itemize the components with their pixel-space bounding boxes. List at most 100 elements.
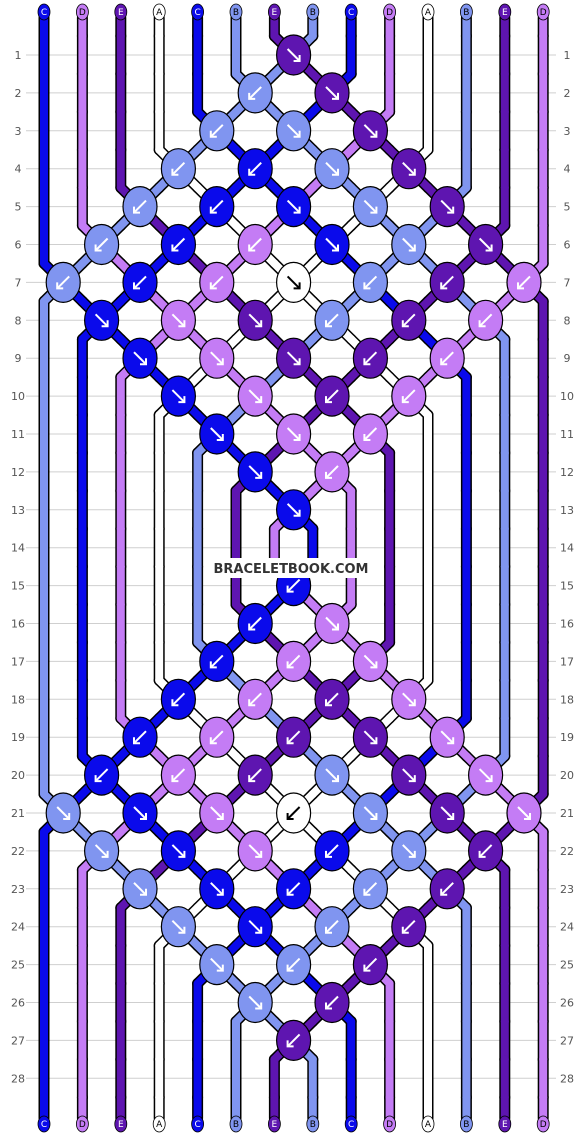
knot-B-rf [237, 981, 273, 1024]
knot-arrow-shaft [248, 919, 262, 934]
knot-B-rf [391, 223, 427, 266]
knot-arrow-shaft [440, 730, 454, 744]
knot-arrow-head [408, 244, 416, 252]
knot-arrow-shaft [363, 730, 378, 744]
bottom-string-label: C [191, 1115, 205, 1133]
knot-B-rf [314, 148, 350, 190]
knot-B-rf [352, 792, 388, 834]
knot-arrow-head [63, 813, 71, 820]
label-oval [152, 3, 166, 21]
knot-arrow-shaft [210, 882, 224, 896]
knot-arrow-shaft [248, 161, 262, 176]
row-number-right: 27 [560, 1034, 574, 1047]
knot-arrow-head [524, 813, 531, 820]
knot-arrow-shaft [133, 199, 147, 214]
knot-C-rf [122, 337, 158, 379]
knot-arrow-head [293, 130, 301, 138]
knot-arrow-shaft [478, 237, 493, 252]
label-letter: E [118, 1120, 124, 1130]
bottom-string-label: D [383, 1115, 397, 1133]
knot-E-lf [391, 906, 427, 948]
knot-arrow-shaft [325, 616, 339, 631]
knot-arrow-head [209, 737, 217, 745]
label-oval [191, 1115, 205, 1133]
knot-arrow-shaft [402, 161, 416, 176]
row-number-left: 8 [15, 314, 22, 327]
knot-B-lf [45, 261, 81, 303]
knot-arrow-head [209, 282, 217, 290]
label-letter: D [386, 8, 393, 18]
knot-arrow-head [286, 964, 294, 972]
knot-arrow-head [286, 888, 294, 896]
knot-D-rf [429, 716, 465, 758]
knot-D-rf [391, 678, 427, 720]
knot-arrow-shaft [171, 844, 186, 858]
knot-arrow-shaft [248, 616, 262, 631]
knot-arrow-head [325, 320, 332, 328]
bottom-string-label: B [459, 1115, 473, 1133]
knot-arrow-head [401, 320, 409, 328]
label-oval [421, 3, 435, 21]
top-string-label: E [498, 3, 512, 21]
knot-C-rf [122, 792, 158, 834]
label-letter: B [233, 8, 239, 18]
knot-arrow-head [248, 623, 256, 631]
knot-C-lf [122, 261, 158, 303]
row-number-right: 3 [564, 125, 571, 138]
knot-arrow-head [216, 964, 224, 972]
knot-D-lf [506, 261, 542, 303]
knot-D-rf [276, 413, 312, 455]
knot-arrow-shaft [248, 313, 262, 328]
bottom-string-label: C [37, 1115, 51, 1133]
knot-arrow-shaft [210, 730, 224, 744]
knot-arrow-shaft [210, 957, 224, 972]
knot-E-rf [352, 110, 388, 152]
knot-arrow-shaft [325, 389, 339, 403]
knot-D-lf [352, 413, 388, 455]
knot-arrow-shaft [478, 844, 493, 858]
row-number-left: 23 [11, 883, 25, 896]
knot-C-rf [237, 906, 273, 948]
knot-arrow-shaft [210, 351, 224, 365]
bottom-string-label: E [114, 1115, 128, 1133]
knot-D-lf [199, 261, 235, 303]
knot-arrow-head [178, 926, 186, 934]
knot-C-rf [199, 413, 235, 455]
knot-E-rf [237, 299, 273, 341]
row-number-right: 7 [564, 276, 571, 289]
knot-arrow-shaft [171, 161, 186, 176]
knot-arrow-head [56, 282, 64, 290]
label-letter: E [502, 1120, 508, 1130]
knot-arrow-head [248, 168, 256, 176]
knot-arrow-head [94, 775, 102, 783]
knot-arrow-head [101, 850, 109, 858]
knot-arrow-head [293, 358, 301, 366]
knot-arrow-shaft [440, 882, 454, 896]
row-number-left: 26 [11, 997, 25, 1010]
row-number-left: 3 [15, 125, 22, 138]
knot-arrow-shaft [286, 957, 301, 972]
knot-B-rf [122, 868, 158, 910]
knot-arrow-shaft [440, 199, 454, 214]
label-letter: C [348, 1120, 354, 1130]
knot-arrow-shaft [286, 427, 301, 441]
knot-arrow-shaft [325, 844, 339, 858]
knot-arrow-head [447, 737, 455, 745]
label-letter: B [310, 1120, 316, 1130]
row-number-right: 4 [564, 163, 571, 176]
knot-arrow-shaft [56, 275, 70, 290]
label-oval [37, 3, 51, 21]
label-oval [536, 1115, 550, 1133]
bottom-string-label: A [152, 1115, 166, 1133]
top-string-label: E [114, 3, 128, 21]
knot-arrow-head [363, 888, 371, 896]
row-number-left: 20 [11, 769, 25, 782]
knot-arrow-head [133, 737, 140, 745]
knot-arrow-head [485, 775, 493, 783]
knot-arrow-shaft [171, 768, 186, 782]
knot-E-rf [429, 186, 465, 228]
knot-D-rf [237, 830, 273, 872]
knot-E-lf [314, 678, 350, 720]
bottom-string-label: D [536, 1115, 550, 1133]
